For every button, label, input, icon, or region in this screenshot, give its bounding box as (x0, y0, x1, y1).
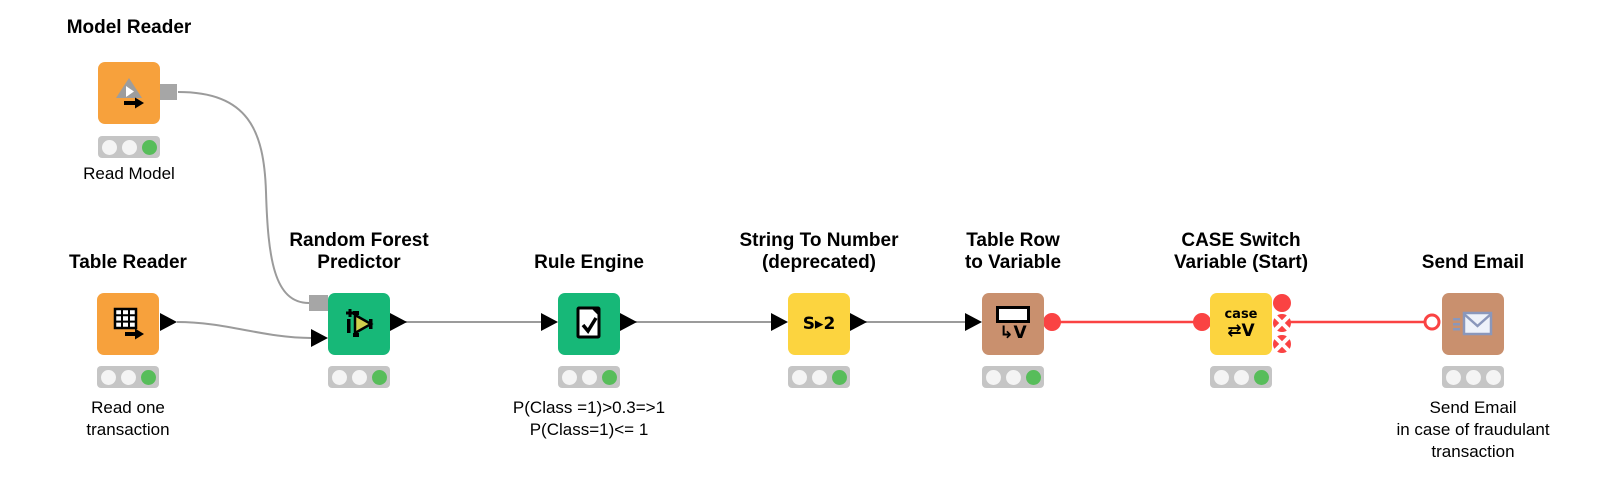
status-dot (1253, 369, 1269, 385)
status-lights-model-reader (98, 136, 160, 158)
status-dot (141, 139, 157, 155)
node-title-model-reader: Model Reader (66, 17, 192, 38)
table-row-input-port[interactable] (965, 313, 982, 331)
model-reader-output-port[interactable] (158, 84, 177, 100)
status-lights-table-row-to-variable (982, 366, 1044, 388)
node-rule-engine[interactable] (558, 293, 620, 355)
rule-engine-icon (576, 306, 601, 339)
node-title-table-reader: Table Reader (69, 252, 187, 273)
node-label-model-reader: Read Model (83, 164, 175, 183)
case-switch-output-port-1-inactive[interactable] (1271, 312, 1293, 334)
node-title-random-forest-predictor: Random Forest Predictor (289, 230, 429, 273)
node-case-switch[interactable]: case ⇄V (1210, 293, 1272, 355)
string-to-number-output-port[interactable] (850, 313, 867, 331)
node-title-string-to-number: String To Number (deprecated) (739, 230, 899, 273)
status-lights-send-email (1442, 366, 1504, 388)
status-dot (1445, 369, 1461, 385)
node-table-row-to-variable[interactable]: ↳V (982, 293, 1044, 355)
send-email-flow-input-port[interactable] (1423, 313, 1441, 331)
status-dot (581, 369, 597, 385)
node-title-table-row-to-variable: Table Row to Variable (964, 230, 1062, 273)
node-random-forest-predictor[interactable] (328, 293, 390, 355)
status-dot (331, 369, 347, 385)
status-dot (1465, 369, 1481, 385)
predictor-icon (346, 309, 374, 337)
node-title-send-email: Send Email (1421, 252, 1525, 273)
status-dot (985, 369, 1001, 385)
node-title-case-switch: CASE Switch Variable (Start) (1173, 230, 1309, 273)
predictor-output-port[interactable] (390, 313, 407, 331)
status-lights-random-forest-predictor (328, 366, 390, 388)
case-switch-output-port-0[interactable] (1273, 294, 1291, 312)
table-row-flow-output-port[interactable] (1043, 313, 1061, 331)
table-reader-output-port[interactable] (160, 313, 177, 331)
status-dot (831, 369, 847, 385)
switch-variable-glyph: ⇄V (1227, 321, 1255, 341)
status-dot (100, 369, 116, 385)
predictor-model-input-port[interactable] (309, 295, 328, 311)
rule-engine-input-port[interactable] (541, 313, 558, 331)
node-send-email[interactable] (1442, 293, 1504, 355)
node-model-reader[interactable] (98, 62, 160, 124)
status-dot (371, 369, 387, 385)
status-lights-case-switch (1210, 366, 1272, 388)
connection-model-reader-to-predictor[interactable] (177, 91, 310, 304)
table-row-rect-glyph (996, 306, 1030, 323)
status-dot (1485, 369, 1501, 385)
status-dot (351, 369, 367, 385)
predictor-data-input-port[interactable] (311, 329, 328, 347)
node-title-rule-engine: Rule Engine (534, 252, 644, 273)
status-lights-rule-engine (558, 366, 620, 388)
node-table-reader[interactable] (97, 293, 159, 355)
status-dot (791, 369, 807, 385)
case-switch-flow-input-port[interactable] (1193, 313, 1211, 331)
node-string-to-number[interactable]: S▸2 (788, 293, 850, 355)
status-dot (1005, 369, 1021, 385)
connection-table-reader-to-predictor[interactable] (176, 321, 312, 339)
node-label-send-email: Send Email in case of fraudulant transac… (1396, 398, 1550, 461)
status-dot (120, 369, 136, 385)
status-dot (1213, 369, 1229, 385)
model-reader-icon (116, 78, 144, 109)
table-row-to-variable-icon: ↳V (996, 306, 1030, 342)
table-icon (113, 307, 144, 340)
status-lights-string-to-number (788, 366, 850, 388)
rule-engine-output-port[interactable] (620, 313, 637, 331)
status-dot (811, 369, 827, 385)
string-to-number-icon: S▸2 (802, 314, 836, 334)
node-label-rule-engine: P(Class =1)>0.3=>1 P(Class=1)<= 1 (512, 398, 666, 439)
status-lights-table-reader (97, 366, 159, 388)
status-dot (140, 369, 156, 385)
to-variable-glyph: ↳V (999, 323, 1027, 343)
node-label-table-reader: Read one transaction (86, 398, 170, 439)
case-switch-icon: case ⇄V (1224, 307, 1258, 341)
status-dot (1025, 369, 1041, 385)
string-to-number-input-port[interactable] (771, 313, 788, 331)
case-switch-output-port-2-inactive[interactable] (1271, 333, 1293, 355)
status-dot (601, 369, 617, 385)
status-dot (121, 139, 137, 155)
case-glyph: case (1224, 307, 1258, 322)
status-dot (101, 139, 117, 155)
status-dot (1233, 369, 1249, 385)
email-icon (1453, 311, 1493, 336)
status-dot (561, 369, 577, 385)
